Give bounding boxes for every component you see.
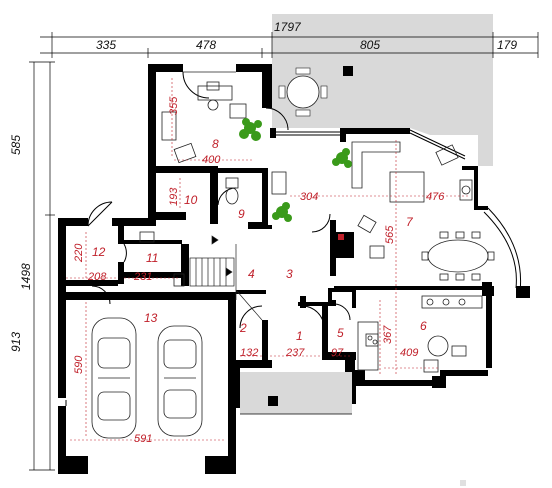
car-right-icon (157, 325, 203, 437)
dim-top-179: 179 (497, 38, 517, 52)
dim-left-585: 585 (9, 135, 23, 155)
dim-top-335: 335 (96, 38, 116, 52)
porch (240, 372, 352, 414)
car-left-icon (91, 317, 137, 439)
living-room-furniture (351, 141, 495, 281)
kitchen-furniture (357, 295, 483, 373)
staircase (189, 235, 263, 321)
dim-top-805: 805 (360, 38, 380, 52)
room-13-dimension-2: 590 (73, 355, 85, 374)
room-9-number: 9 (238, 207, 245, 221)
room-6-number: 6 (420, 319, 427, 333)
bathroom-fixtures (139, 171, 287, 287)
room-12-dimension: 208 (87, 271, 107, 283)
porch-post (268, 396, 278, 406)
window-glass (65, 129, 522, 406)
room-5-number: 5 (337, 326, 344, 340)
room-4-number: 4 (248, 267, 255, 281)
room-11-number: 11 (146, 251, 158, 265)
room-7-dimension: 476 (426, 191, 445, 203)
room-12-dimension-2: 220 (73, 243, 85, 263)
fireplace-fire (338, 234, 344, 240)
room-8-dimension: 400 (202, 154, 221, 166)
dim-left-913: 913 (9, 332, 23, 352)
plant-icon (332, 148, 352, 168)
room-2-number: 2 (239, 321, 247, 335)
room-10-number: 10 (184, 193, 198, 207)
walls (58, 64, 530, 474)
room-6-dimension-2: 367 (382, 325, 394, 344)
room-13-number: 13 (144, 311, 158, 325)
door-swings (87, 71, 351, 329)
room-8-number: 8 (212, 137, 219, 151)
room-8-dimension-2: 355 (168, 96, 180, 115)
hall-dimension: 304 (300, 191, 318, 203)
interior-dimension-lines (66, 78, 470, 441)
room-11-dimension: 231 (133, 271, 152, 283)
room-12-number: 12 (92, 245, 106, 259)
room-7-number: 7 (406, 215, 414, 229)
room-6-dimension: 409 (400, 347, 418, 359)
dim-left-1498: 1498 (19, 263, 33, 290)
room-1-number: 1 (296, 329, 303, 343)
room-10-dimension: 193 (168, 187, 180, 206)
room-2-dimension: 132 (240, 347, 258, 359)
room-3-number: 3 (286, 267, 293, 281)
terrace (272, 14, 493, 166)
room-8-furniture (161, 71, 247, 164)
room-5-dimension: 97 (331, 347, 344, 359)
plant-icon (272, 202, 292, 222)
terrace-post (343, 66, 353, 76)
room-13-dimension: 591 (134, 433, 152, 445)
dimension-lines (29, 32, 539, 471)
terrace-table (278, 67, 328, 117)
room-7-dimension-2: 565 (384, 225, 396, 244)
room-1-dimension: 237 (285, 347, 305, 359)
corner-mark (460, 480, 466, 486)
dim-top-total: 1797 (274, 20, 302, 34)
dim-top-478: 478 (196, 38, 216, 52)
plant-icon (239, 118, 262, 141)
